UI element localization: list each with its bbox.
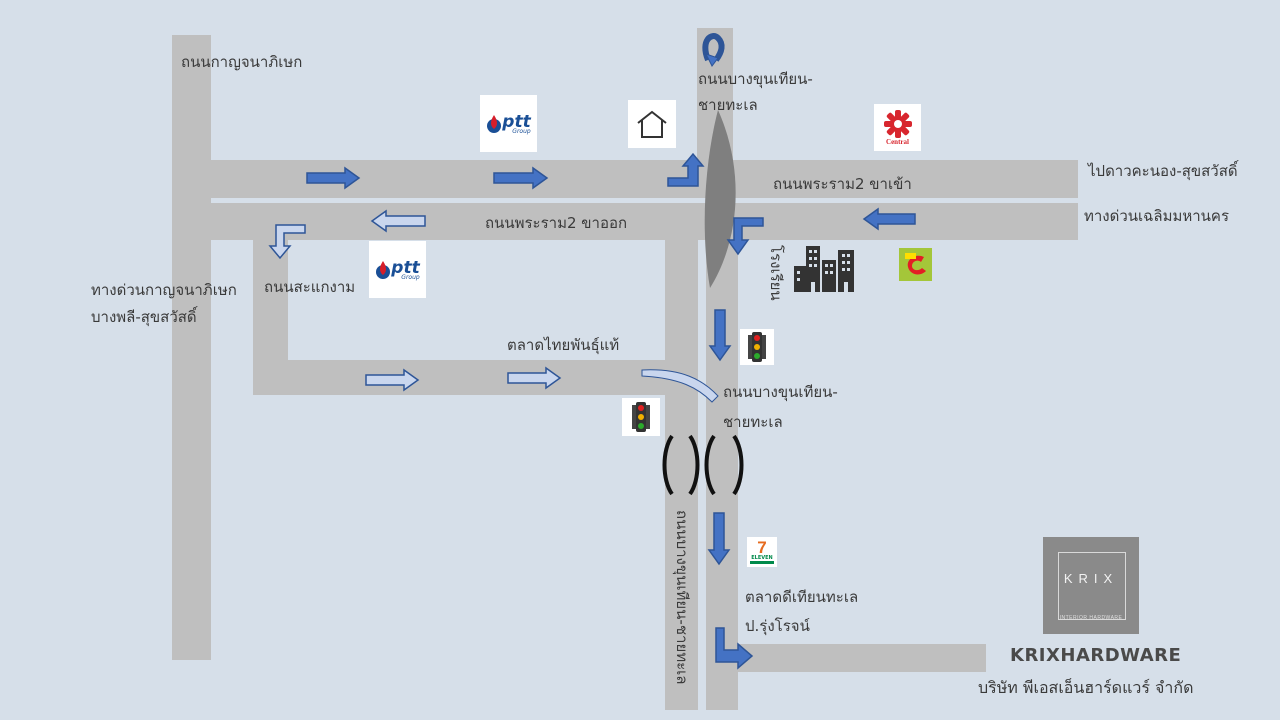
bangkhunthian-road-south-west <box>665 240 698 710</box>
arrow-right-2 <box>493 166 549 190</box>
bangkhunthian-road-top-label-1: ถนนบางขุนเทียน- <box>698 70 813 88</box>
bangkhunthian-road-top-label-2: ชายทะเล <box>698 96 758 114</box>
arrow-down-1 <box>708 309 732 362</box>
kanchanaphisek-exp-label-1: ทางด่วนกาญจนาภิเษก <box>91 281 237 299</box>
seven-eleven-logo: 7 ELEVEN <box>747 537 777 567</box>
krix-logo-sub: INTERIOR HARDWARE <box>1059 615 1123 621</box>
school-label: โรงเรียน <box>767 245 785 301</box>
krix-logo-word: KRIX <box>1063 571 1119 586</box>
kanchanaphisek-exp-label-2: บางพลี-สุขสวัสดิ์ <box>91 308 197 326</box>
home-icon <box>628 100 676 148</box>
rama2-inbound-label: ถนนพระราม2 ขาเข้า <box>773 175 912 193</box>
to-daokanong-label: ไปดาวคะนอง-สุขสวัสดิ์ <box>1088 162 1238 180</box>
rama2-outbound-label: ถนนพระราม2 ขาออก <box>485 214 628 232</box>
krix-logo: KRIX INTERIOR HARDWARE <box>1043 537 1139 634</box>
arrow-left-light-1 <box>370 209 426 233</box>
kanchanaphisek-road <box>172 35 211 660</box>
bangkhunthian-road-mid-label-2: ชายทะเล <box>723 413 783 431</box>
side-road-east <box>738 644 986 672</box>
vertical-road-label: ถนนบางขุนเทียน-ชายทะเล <box>673 510 691 685</box>
thai-market-label: ตลาดไทยพันธุ์แท้ <box>507 336 620 354</box>
chaloem-expressway-label: ทางด่วนเฉลิมมหานคร <box>1084 207 1230 225</box>
rama2-outbound-road <box>211 203 1078 240</box>
rung-rot-label: ป.รุ่งโรจน์ <box>745 617 810 635</box>
arrow-turn-down-light <box>268 224 306 260</box>
central-flower-icon <box>883 109 912 138</box>
flyover-overpass <box>704 110 736 288</box>
arrow-turn-right-bottom <box>715 627 754 670</box>
arrow-turn-down <box>726 217 764 256</box>
sakaengam-road-horizontal <box>253 360 665 395</box>
ptt-drop-icon <box>376 260 391 279</box>
brand-name: KRIXHARDWARE <box>1010 645 1182 666</box>
arrow-right-light-1 <box>365 368 420 392</box>
dee-market-label: ตลาดดีเทียนทะเล <box>745 588 859 606</box>
arrow-left-2 <box>862 207 916 231</box>
arrow-down-2 <box>707 512 731 566</box>
sakaengam-road-label: ถนนสะแกงาม <box>264 278 356 296</box>
bangkhunthian-road-mid-label-1: ถนนบางขุนเทียน- <box>723 383 838 401</box>
arrow-right-1 <box>306 166 361 190</box>
school-buildings-icon <box>792 244 856 294</box>
u-turn-arrow <box>702 33 725 62</box>
traffic-light-icon <box>622 398 660 436</box>
company-name: บริษัท พีเอสเอ็นฮาร์ดแวร์ จำกัด <box>978 678 1194 697</box>
arrow-turn-up <box>667 152 705 187</box>
arrow-right-light-2 <box>507 366 562 390</box>
bridge-brackets <box>662 434 744 496</box>
central-logo: Central <box>874 104 921 151</box>
ptt-drop-icon <box>487 114 502 133</box>
kanchanaphisek-road-label: ถนนกาญจนาภิเษก <box>181 53 303 71</box>
bigc-logo: Big C <box>899 248 932 281</box>
traffic-light-icon <box>740 329 774 365</box>
